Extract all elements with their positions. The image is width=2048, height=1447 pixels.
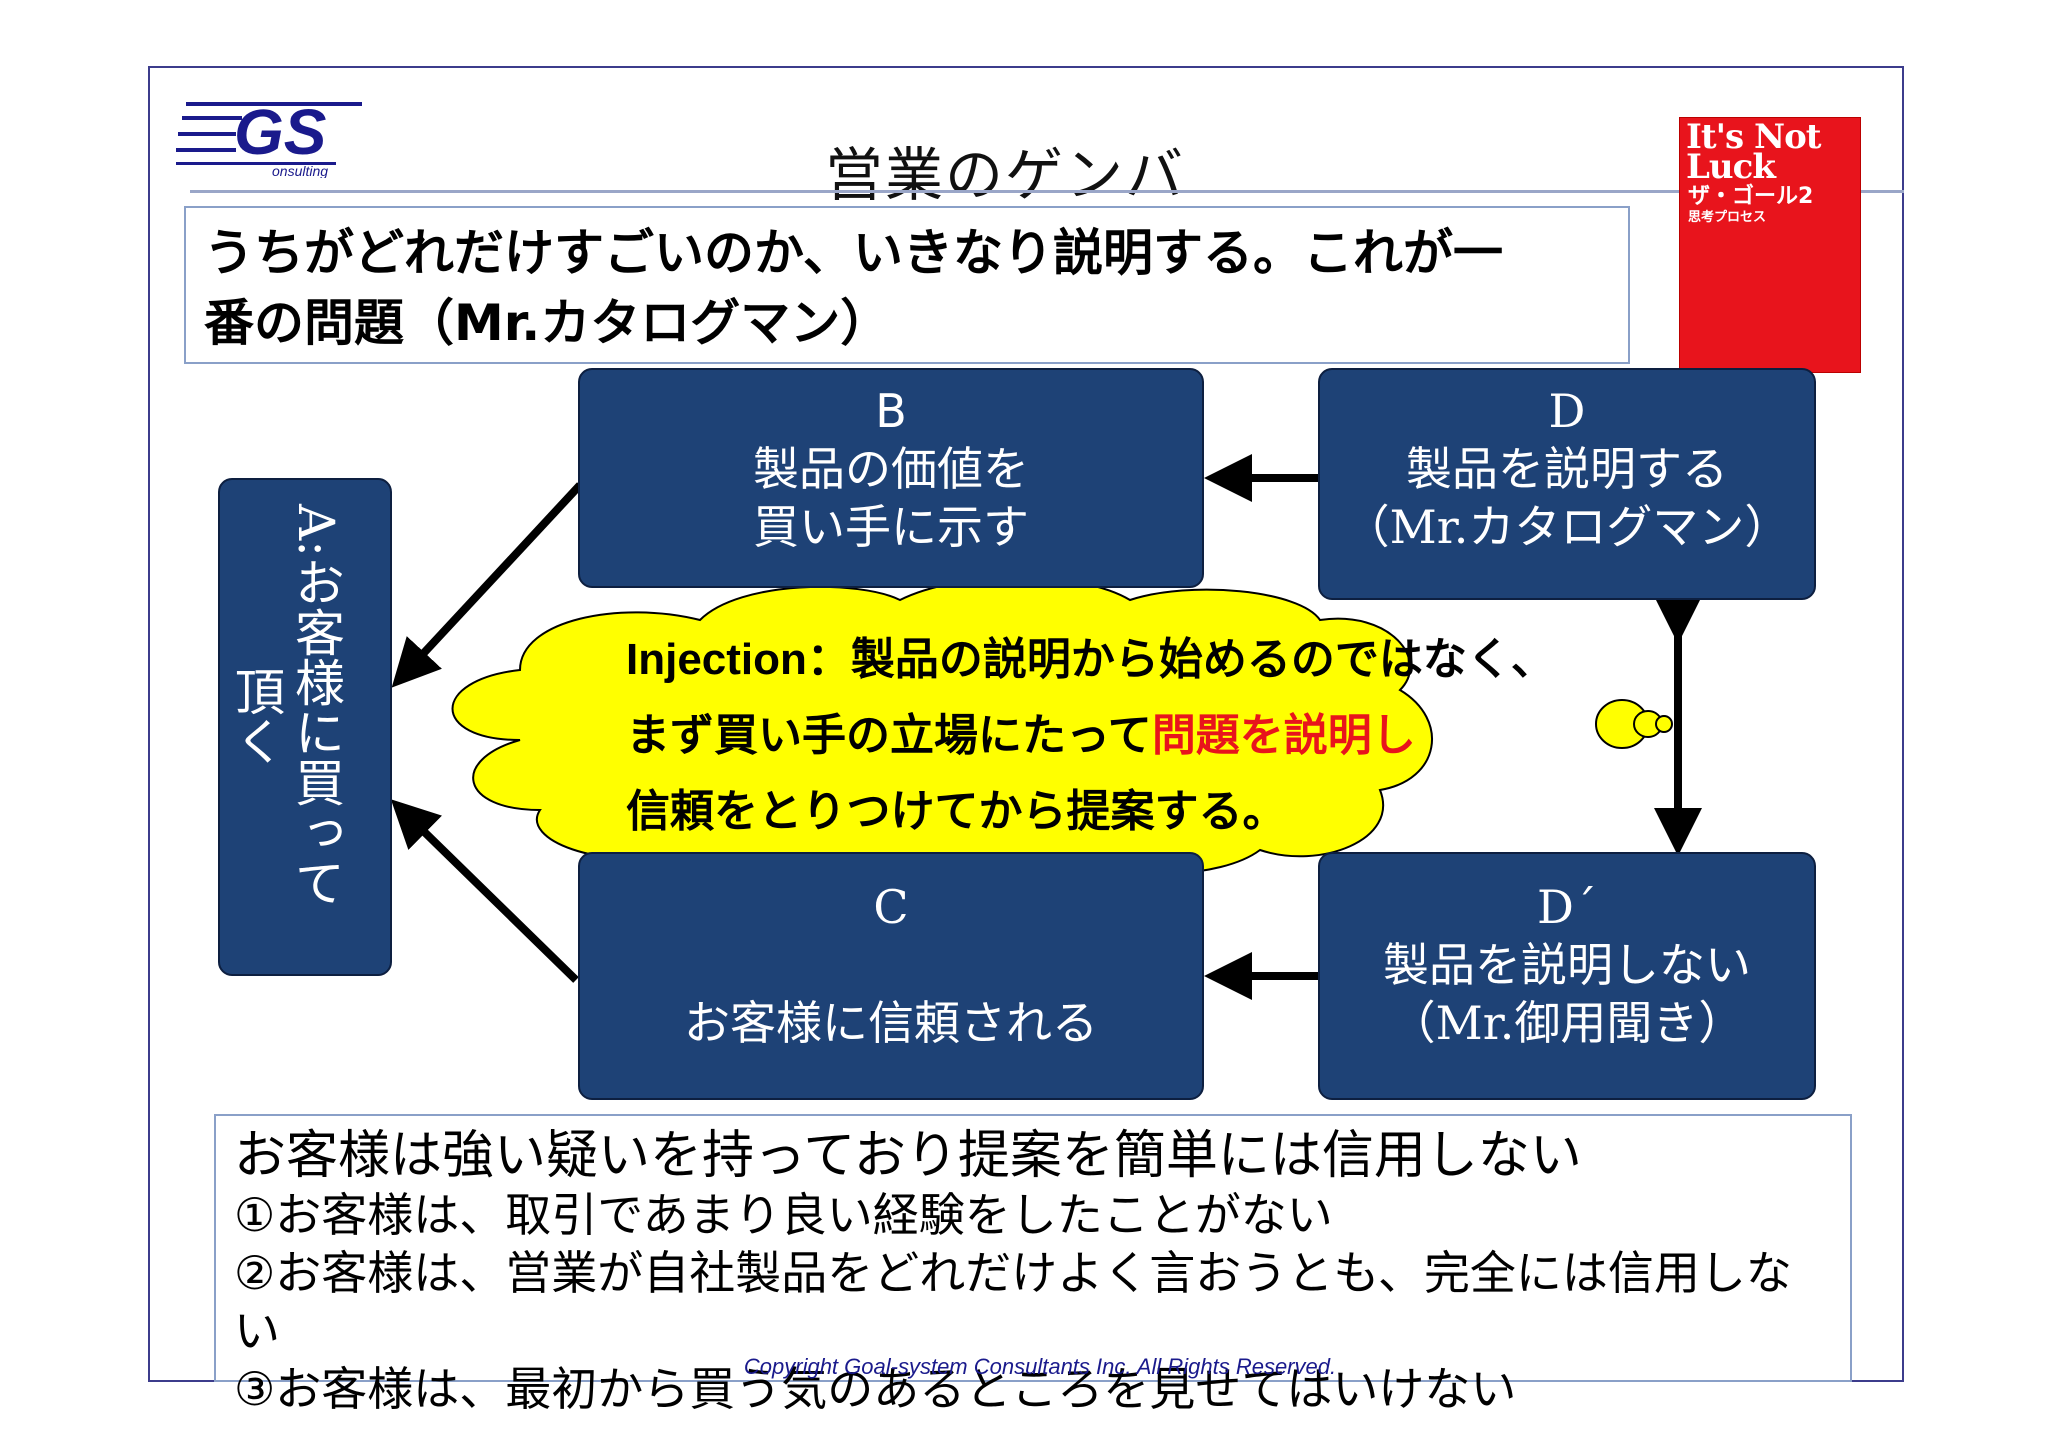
node-b-label: B — [875, 384, 907, 438]
node-c-line-2: お客様に信頼される — [684, 996, 1098, 1050]
node-dprime-line-2: （Mr.御用聞き） — [1389, 996, 1745, 1050]
node-c-label: C — [873, 880, 909, 934]
node-a-line-1: A:お客様に買って — [287, 504, 345, 907]
node-a: A:お客様に買って 頂く — [218, 478, 392, 976]
logo-text: GS — [234, 96, 327, 168]
top-text-box: うちがどれだけすごいのか、いきなり説明する。これが一 番の問題（Mr.カタログマ… — [184, 206, 1630, 364]
node-d-line-1: 製品を説明する — [1406, 442, 1728, 496]
node-c-line-1 — [580, 936, 1202, 994]
bottom-box-item-1: ①お客様は、取引であまり良い経験をしたことがない — [234, 1188, 1333, 1242]
injection-line-3: 信頼をとりつけてから提案する。 — [626, 786, 1287, 837]
top-box-line-1: うちがどれだけすごいのか、いきなり説明する。これが一 — [204, 224, 1503, 282]
bottom-box-item-3: ③お客様は、最初から買う気のあるところを見せてはいけない — [234, 1362, 1517, 1416]
injection-line-2-plain: まず買い手の立場にたって — [626, 710, 1152, 761]
injection-text: Injection：製品の説明から始めるのではなく、 まず買い手の立場にたって問… — [626, 622, 1586, 850]
title-underline — [190, 190, 1904, 193]
injection-line-1-text: 製品の説明から始めるのではなく、 — [850, 634, 1555, 685]
bottom-box-heading: お客様は強い疑いを持っており提案を簡単には信用しない — [234, 1126, 1582, 1186]
node-b-line-2: 買い手に示す — [753, 500, 1029, 554]
node-dprime-line-1: 製品を説明しない — [1383, 938, 1751, 992]
injection-line-1: Injection：製品の説明から始めるのではなく、 — [626, 622, 1586, 698]
bottom-text-box: お客様は強い疑いを持っており提案を簡単には信用しない ①お客様は、取引であまり良… — [214, 1114, 1852, 1416]
top-box-line-2: 番の問題（Mr.カタログマン） — [204, 294, 891, 352]
book-subtitle: 思考プロセス — [1688, 210, 1767, 225]
node-c: C お客様に信頼される — [578, 852, 1204, 1100]
page-title: 営業のゲンバ — [824, 141, 1185, 209]
injection-line-2: まず買い手の立場にたって問題を説明し — [626, 698, 1586, 774]
injection-prefix: Injection — [626, 635, 807, 684]
injection-line-2-red: 問題を説明し — [1151, 710, 1416, 761]
injection-cloud — [451, 576, 1673, 876]
injection-sep: ： — [806, 634, 851, 685]
node-a-line-2: 頂く — [227, 666, 285, 766]
arrow-c-to-a — [390, 799, 579, 983]
node-b: B 製品の価値を 買い手に示す — [578, 368, 1204, 588]
logo-subtext: onsulting — [272, 163, 328, 178]
node-d-prime: D´ 製品を説明しない （Mr.御用聞き） — [1318, 852, 1816, 1100]
node-d: D 製品を説明する （Mr.カタログマン） — [1318, 368, 1816, 600]
node-d-label: D — [1548, 384, 1586, 438]
bottom-box-item-2: ②お客様は、営業が自社製品をどれだけよく言おうとも、完全には信用しない — [234, 1246, 1792, 1358]
arrow-b-to-a — [391, 482, 583, 688]
node-dprime-label: D´ — [1537, 880, 1597, 934]
book-title-jp: ザ・ゴール2 — [1688, 184, 1814, 209]
node-d-line-2: （Mr.カタログマン） — [1343, 500, 1791, 554]
copyright-notice: Copyright Goal-system Consultants Inc. A… — [743, 1354, 1337, 1379]
node-b-line-1: 製品の価値を — [753, 442, 1029, 496]
gs-consulting-logo: GS onsulting — [176, 96, 362, 178]
